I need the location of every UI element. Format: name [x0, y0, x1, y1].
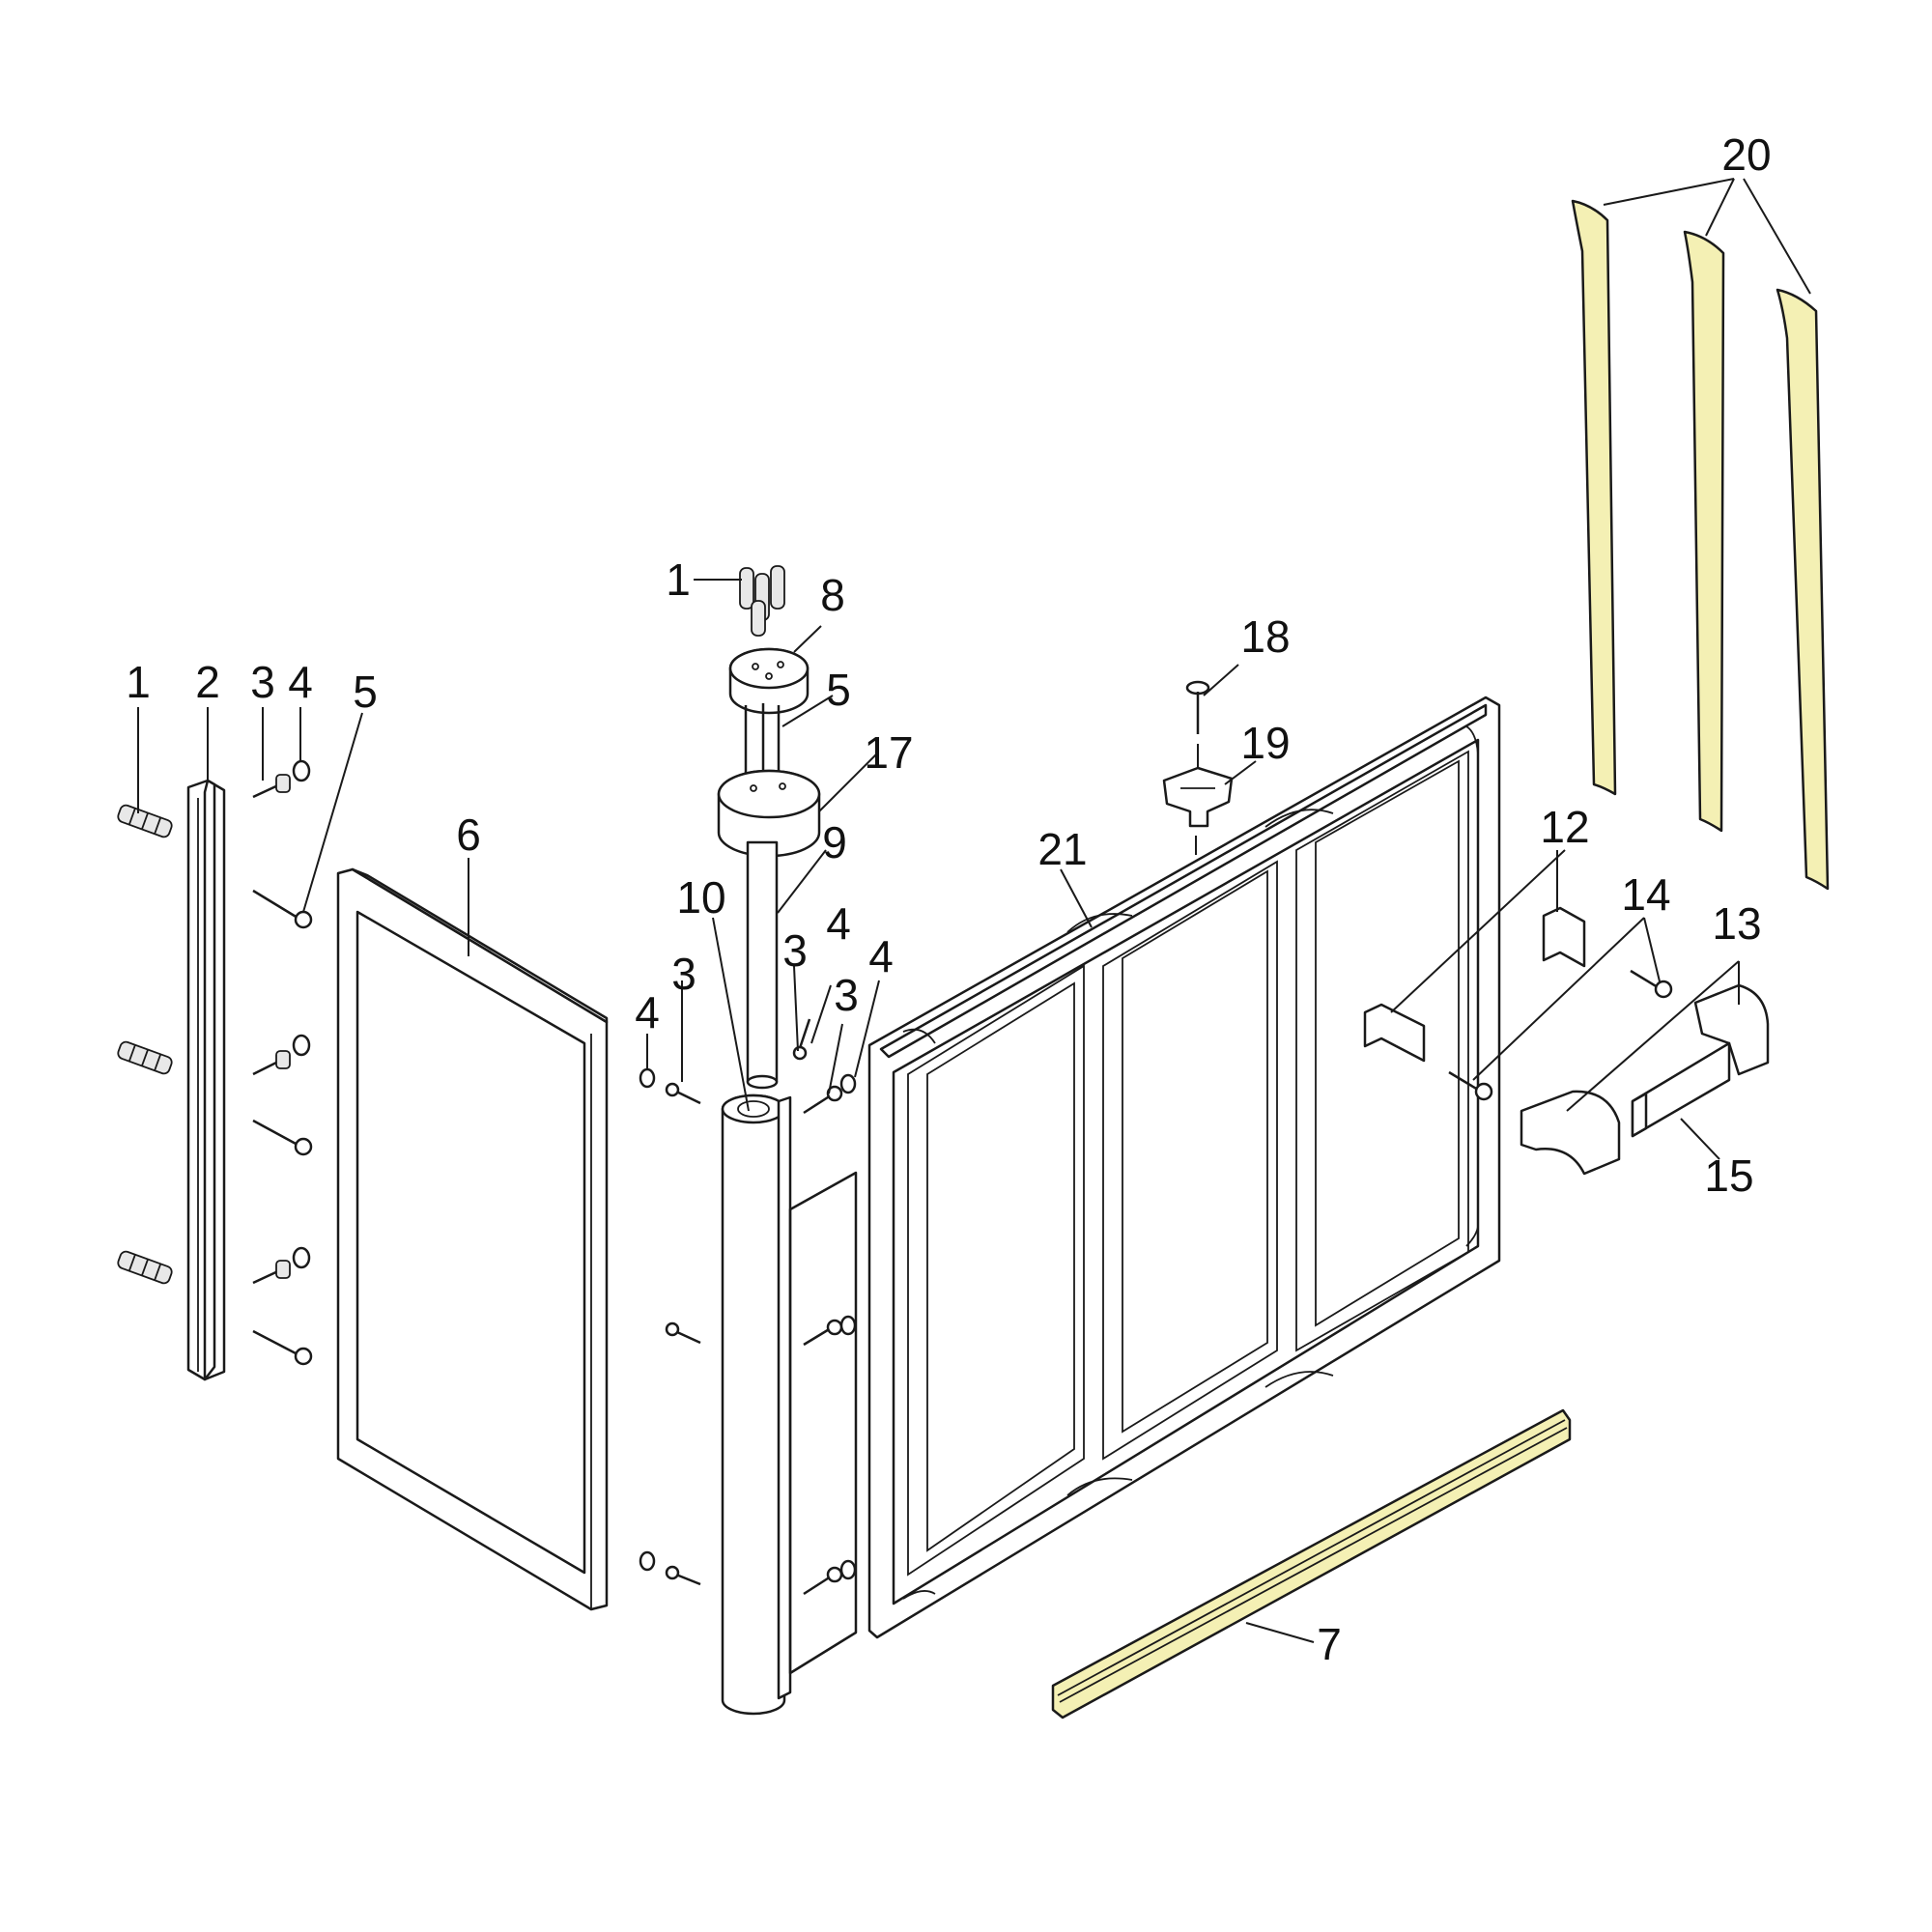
callout-19: 19: [1240, 718, 1290, 768]
handle-13: [1520, 983, 1770, 1176]
callout-2: 2: [195, 657, 220, 707]
callout-4-left: 4: [288, 657, 313, 707]
callout-4-post: 4: [635, 987, 660, 1037]
collar-17: [717, 769, 821, 858]
callout-9: 9: [822, 817, 847, 867]
support-rod-9: [746, 840, 779, 1090]
callout-7: 7: [1317, 1619, 1342, 1669]
callout-13: 13: [1712, 898, 1761, 949]
callout-15: 15: [1704, 1151, 1753, 1201]
callout-10: 10: [676, 872, 725, 923]
folding-door-21: [867, 696, 1501, 1639]
callout-4-right: 4: [868, 931, 894, 981]
callout-4-mid: 4: [826, 898, 851, 949]
callout-6: 6: [456, 810, 481, 860]
side-panel-6: [336, 867, 609, 1611]
callout-20: 20: [1721, 129, 1771, 180]
bottom-track-7: [1051, 1408, 1572, 1719]
callout-8: 8: [820, 570, 845, 620]
callout-3-post: 3: [671, 949, 696, 999]
top-guide-19: [1162, 766, 1234, 828]
callout-14: 14: [1621, 869, 1670, 920]
callout-3-mid: 3: [782, 925, 808, 976]
callout-12: 12: [1540, 802, 1589, 852]
screws-and-caps-left: [252, 759, 313, 1366]
vertical-seals-20: [1571, 199, 1830, 891]
ceiling-cap-8: [728, 647, 810, 715]
corner-post-10: [721, 1094, 858, 1716]
catch-12: [1363, 906, 1586, 1063]
leader-lines: [137, 178, 1811, 1643]
callout-5-top: 5: [826, 665, 851, 715]
callout-labels: 1 2 3 4 5 6 1 8 5 17 9 10 4 3 3 4 3 4 18…: [126, 129, 1771, 1669]
wall-plugs-1: [117, 804, 173, 1285]
callout-21: 21: [1037, 824, 1087, 874]
screw-18: [1185, 680, 1210, 734]
callout-17: 17: [864, 727, 913, 778]
top-plugs-1: [739, 565, 785, 637]
callout-18: 18: [1240, 611, 1290, 662]
callout-3-right: 3: [834, 970, 859, 1020]
callout-3-left: 3: [250, 657, 275, 707]
callout-5-left: 5: [353, 667, 378, 717]
callout-1-left: 1: [126, 657, 151, 707]
callout-1-top: 1: [666, 554, 691, 605]
wall-profile-2: [186, 779, 226, 1381]
screws-14: [1448, 969, 1673, 1101]
